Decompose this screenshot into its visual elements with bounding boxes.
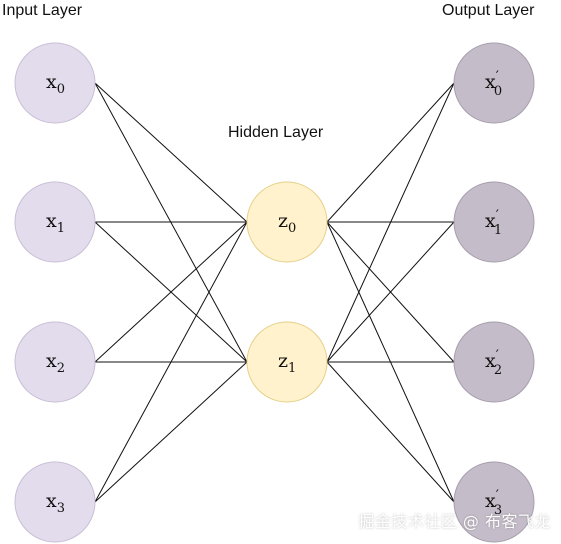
- input-node-0-label: x0: [46, 71, 65, 97]
- edge-z1-xprime1: [326, 221, 455, 363]
- output-node-1: x′1: [453, 181, 535, 263]
- edge-x2-z0: [94, 221, 248, 363]
- edge-z1-xprime0: [326, 82, 455, 363]
- input-node-3-label: x3: [46, 490, 65, 516]
- edge-x3-z1: [94, 361, 248, 503]
- edge-z0-xprime0: [326, 82, 455, 223]
- network-nodes: x0 x1 x2 x3 z0 z1 x′0 x′1 x′2 x′3: [14, 42, 535, 543]
- edge-x3-z0: [94, 221, 248, 503]
- hidden-node-1-circle: [246, 321, 328, 403]
- hidden-node-0-circle: [246, 181, 328, 263]
- input-node-1-label: x1: [46, 210, 65, 236]
- hidden-node-1: z1: [246, 321, 328, 403]
- watermark-text: 掘金技术社区 @ 布客飞龙: [358, 512, 551, 531]
- input-layer-label: Input Layer: [2, 2, 83, 19]
- output-layer-label: Output Layer: [442, 2, 535, 19]
- input-node-3: x3: [14, 461, 96, 543]
- output-node-0: x′0: [453, 42, 535, 124]
- output-node-2-label: x′2: [485, 348, 502, 378]
- output-node-0-circle: [453, 42, 535, 124]
- output-node-1-circle: [453, 181, 535, 263]
- input-node-0: x0: [14, 42, 96, 124]
- input-node-1: x1: [14, 181, 96, 263]
- input-node-2: x2: [14, 321, 96, 403]
- output-node-3-label: x′3: [485, 488, 502, 518]
- output-node-0-label: x′0: [485, 69, 502, 99]
- input-node-0-circle: [14, 42, 96, 124]
- output-node-2-circle: [453, 321, 535, 403]
- output-node-3: x′3: [453, 461, 535, 543]
- hidden-node-0-label: z0: [278, 210, 296, 236]
- input-node-2-label: x2: [46, 350, 65, 376]
- connection-lines: [94, 82, 455, 503]
- output-node-3-circle: [453, 461, 535, 543]
- edge-x0-z0: [94, 82, 248, 223]
- input-node-2-circle: [14, 321, 96, 403]
- input-node-1-circle: [14, 181, 96, 263]
- edge-z1-xprime3: [326, 361, 455, 503]
- input-node-3-circle: [14, 461, 96, 543]
- output-node-2: x′2: [453, 321, 535, 403]
- output-node-1-label: x′1: [485, 208, 502, 238]
- hidden-node-0: z0: [246, 181, 328, 263]
- hidden-layer-label: Hidden Layer: [228, 124, 324, 141]
- hidden-node-1-label: z1: [278, 350, 296, 376]
